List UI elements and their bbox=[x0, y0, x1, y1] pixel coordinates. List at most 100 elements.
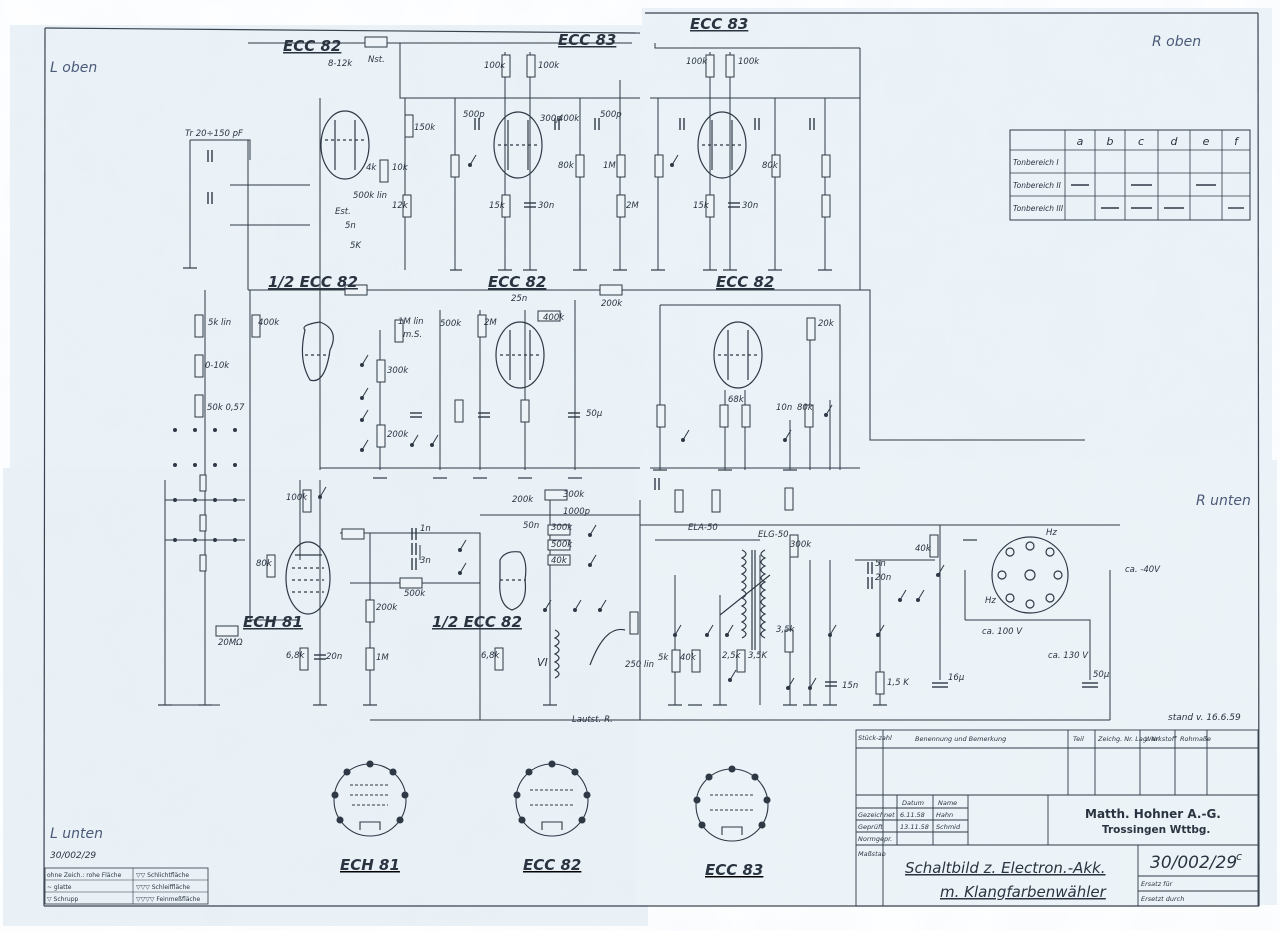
tube-half-ecc82-middle bbox=[301, 321, 334, 382]
label-2m-b: 2M bbox=[484, 318, 497, 328]
tube-ecc82-top bbox=[320, 110, 370, 180]
tb-ersetzt-durch: Ersetzt durch bbox=[1141, 895, 1184, 903]
label-80k-a: 80k bbox=[558, 161, 575, 171]
tube-title-ecc83-top-right: ECC 83 bbox=[690, 15, 748, 33]
ground-symbols bbox=[158, 267, 977, 706]
resistors bbox=[194, 36, 939, 695]
label-500k-b: 500k bbox=[404, 589, 426, 599]
base-label-ecc83: ECC 83 bbox=[705, 861, 763, 879]
tube-title-ecc82-right: ECC 82 bbox=[716, 273, 774, 291]
tone-range-table: a b c d e f Tonbereich I Tonbereich II T… bbox=[1009, 129, 1251, 221]
label-300k-b: 300k bbox=[563, 490, 585, 500]
label-lautst: Lautst.-R. bbox=[572, 715, 613, 725]
label-2m: 2M bbox=[626, 201, 639, 211]
tube-title-ecc82-top: ECC 82 bbox=[283, 37, 341, 55]
label-5n: 5n bbox=[345, 221, 356, 231]
label-25n: 25n bbox=[511, 294, 527, 304]
label-3-5k-b: 3,5K bbox=[748, 651, 769, 661]
label-5k-lin: 5k lin bbox=[208, 318, 231, 328]
tube-title-ech81: ECH 81 bbox=[243, 613, 303, 631]
circuit-wiring bbox=[160, 42, 1120, 721]
tone-col-c: c bbox=[1138, 135, 1144, 148]
legend-r2c2: ▽▽▽ Schleiffläche bbox=[136, 884, 190, 891]
label-ela: ELA-50 bbox=[688, 523, 718, 533]
output-transformer bbox=[553, 549, 771, 679]
label-100k-a: 100k bbox=[484, 61, 506, 71]
label-50n: 50n bbox=[523, 521, 539, 531]
label-300k-c: 300k bbox=[790, 540, 812, 550]
label-15k-b: 15k bbox=[693, 201, 710, 211]
label-20k: 20k bbox=[818, 319, 835, 329]
label-100k-c: 100k bbox=[686, 57, 708, 67]
stand-date: stand v. 16.6.59 bbox=[1168, 713, 1241, 723]
base-diagram-ecc83 bbox=[693, 765, 771, 842]
label-v-130: ca. 130 V bbox=[1048, 651, 1089, 661]
label-6-8k-b: 6,8k bbox=[481, 651, 501, 661]
label-100k-d: 100k bbox=[738, 57, 760, 67]
label-v-100: ca. 100 V bbox=[982, 627, 1023, 637]
label-12k: 12k bbox=[392, 201, 409, 211]
capacitors bbox=[207, 118, 1098, 688]
label-v-40: ca. -40V bbox=[1125, 565, 1161, 575]
label-20m: 20MΩ bbox=[218, 638, 243, 648]
label-vi: VI bbox=[537, 656, 548, 669]
label-tr: Tr 20÷150 pF bbox=[185, 129, 243, 139]
tone-col-e: e bbox=[1203, 135, 1210, 148]
tb-normgepr: Normgepr. bbox=[858, 835, 892, 843]
label-400k: 400k bbox=[558, 114, 580, 124]
drawing-number-small: 30/002/29 bbox=[50, 851, 96, 861]
label-500k: 500k bbox=[440, 319, 462, 329]
label-1n: 1n bbox=[420, 524, 431, 534]
tone-row-1-label: Tonbereich I bbox=[1013, 158, 1059, 167]
label-200k: 200k bbox=[387, 430, 409, 440]
tb-name: Name bbox=[938, 799, 957, 807]
legend-r3c2: ▽▽▽▽ Feinmeßfläche bbox=[136, 896, 201, 903]
label-3-5k: 3,5k bbox=[776, 625, 796, 635]
label-300p: 300p bbox=[540, 114, 562, 124]
corner-label-top-right: R oben bbox=[1152, 34, 1201, 50]
tone-col-b: b bbox=[1107, 135, 1114, 148]
label-2-5k: 2,5k bbox=[722, 651, 742, 661]
label-hz: Hz bbox=[1046, 528, 1057, 538]
label-200k-b: 200k bbox=[512, 495, 534, 505]
label-50k-057: 50k 0,57 bbox=[207, 403, 245, 413]
label-200k-c: 200k bbox=[376, 603, 398, 613]
corner-label-top-left: L oben bbox=[50, 60, 97, 76]
tb-werkstoff: Werkstoff bbox=[1145, 735, 1178, 743]
tube-ech81 bbox=[285, 541, 331, 615]
tb-teil: Teil bbox=[1073, 735, 1084, 743]
label-16u: 16µ bbox=[948, 673, 965, 683]
tone-row-2-label: Tonbereich II bbox=[1013, 181, 1062, 190]
legend-r3c1: ▽ Schrupp bbox=[47, 896, 79, 903]
tone-row-3-label: Tonbereich III bbox=[1013, 204, 1064, 213]
label-80k-c: 80k bbox=[797, 403, 814, 413]
label-8-12k: 8-12k bbox=[328, 59, 353, 69]
tube-half-ecc82-bottom bbox=[499, 551, 527, 611]
tb-datum: Datum bbox=[902, 799, 924, 807]
label-250-lin: 250 lin bbox=[625, 660, 654, 670]
label-40k-c: 40k bbox=[680, 653, 697, 663]
corner-label-right-middle: R unten bbox=[1196, 493, 1251, 509]
tone-col-a: a bbox=[1077, 135, 1084, 148]
label-6-8k-a: 6,8k bbox=[286, 651, 306, 661]
tb-gezeichnet: Gezeichnet bbox=[858, 811, 895, 819]
label-1m: 1M bbox=[603, 161, 616, 171]
label-500k-c: 500k bbox=[551, 540, 573, 550]
label-5n-b: 5n bbox=[875, 559, 886, 569]
tube-ecc83-top-middle bbox=[493, 111, 543, 179]
tb-drawing-number: 30/002/29 bbox=[1150, 853, 1237, 873]
label-10n: 10n bbox=[776, 403, 792, 413]
tube-title-half-ecc82-middle: 1/2 ECC 82 bbox=[268, 273, 358, 291]
tb-date1: 6.11.58 bbox=[900, 811, 925, 819]
label-300k: 300k bbox=[387, 366, 409, 376]
label-100k-g: 100k bbox=[286, 493, 308, 503]
label-3n: 3n bbox=[420, 556, 431, 566]
label-30n-b: 30n bbox=[742, 201, 758, 211]
tb-name1: Hahn bbox=[936, 811, 953, 819]
vacuum-tubes bbox=[285, 110, 763, 615]
tb-zeichnr: Zeichg. Nr. Lag. Nr. bbox=[1097, 735, 1160, 743]
tb-company: Matth. Hohner A.-G. bbox=[1085, 807, 1221, 821]
tb-name2: Schmid bbox=[936, 823, 961, 831]
